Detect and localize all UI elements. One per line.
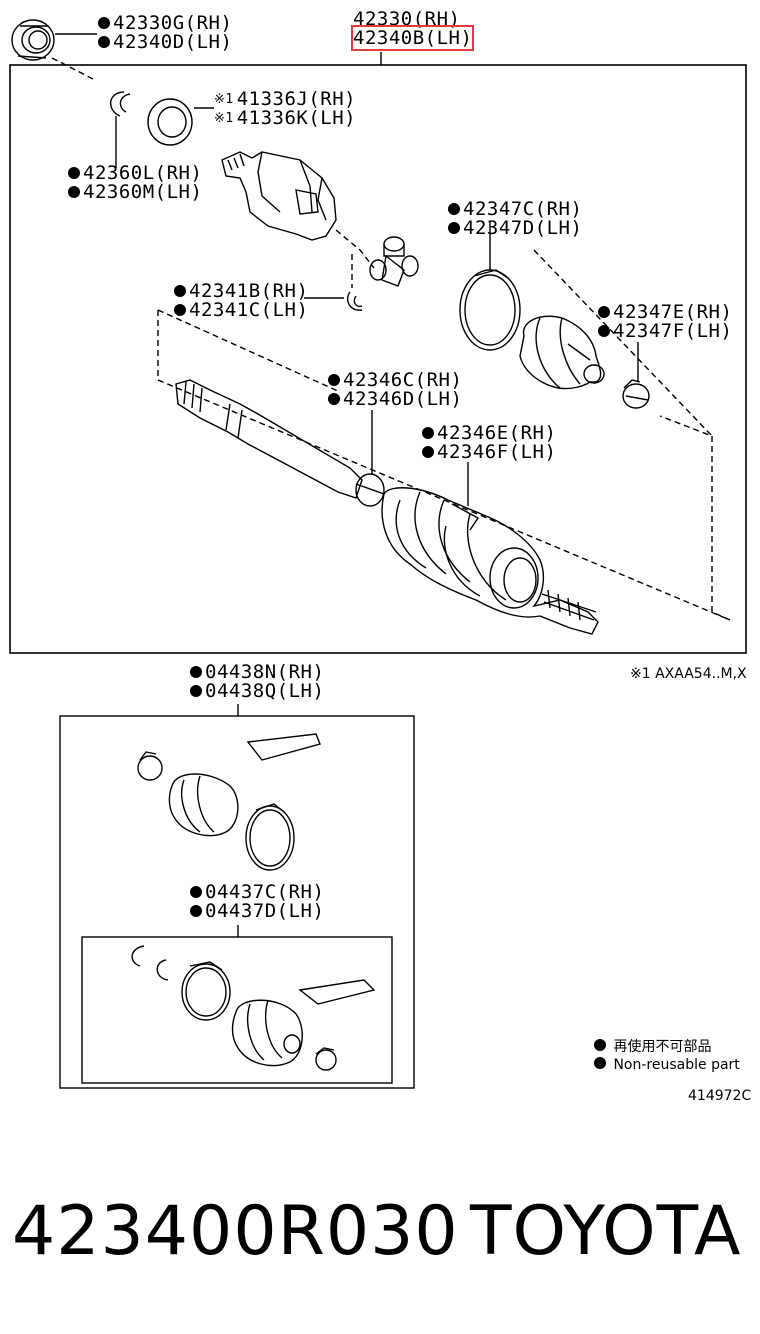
- diagram-code: 414972C: [688, 1088, 752, 1104]
- part-42360l[interactable]: 42360L(RH): [68, 164, 202, 183]
- part-42346c[interactable]: 42346C(RH): [328, 371, 462, 390]
- legend-jp: 再使用不可部品: [594, 1036, 711, 1056]
- circlip-part: [346, 291, 363, 311]
- part-42347c[interactable]: 42347C(RH): [448, 200, 582, 219]
- non-reusable-dot-icon: [422, 427, 434, 439]
- part-42346f[interactable]: 42346F(LH): [422, 443, 556, 462]
- part-42341b[interactable]: 42341B(RH): [174, 282, 308, 301]
- legend-en: Non-reusable part: [594, 1057, 740, 1073]
- joint-housing-part: [221, 151, 337, 241]
- non-reusable-dot-icon: [98, 17, 110, 29]
- main-frame: [9, 64, 747, 654]
- part-42347d[interactable]: 42347D(LH): [448, 219, 582, 238]
- non-reusable-dot-icon: [190, 685, 202, 697]
- non-reusable-dot-icon: [190, 886, 202, 898]
- non-reusable-dot-icon: [190, 666, 202, 678]
- part-42360m[interactable]: 42360M(LH): [68, 183, 202, 202]
- part-42347e[interactable]: 42347E(RH): [598, 303, 732, 322]
- part-42340b[interactable]: 42340B(LH): [350, 25, 475, 51]
- non-reusable-dot-icon: [448, 222, 460, 234]
- non-reusable-dot-icon: [98, 36, 110, 48]
- band-clamp-part: [459, 269, 521, 351]
- part-04438q[interactable]: 04438Q(LH): [190, 682, 324, 701]
- non-reusable-dot-icon: [422, 446, 434, 458]
- kit2-frame: [81, 936, 393, 1084]
- highlighted-part-number: 42340B(LH): [350, 25, 475, 51]
- part-42330[interactable]: 42330(RH): [353, 8, 461, 30]
- part-04438n[interactable]: 04438N(RH): [190, 663, 324, 682]
- shaft-assembly-part: [175, 379, 599, 635]
- brand-title: TOYOTA: [470, 1192, 742, 1271]
- kit1-contents: [137, 733, 321, 871]
- part-04437c[interactable]: 04437C(RH): [190, 883, 324, 902]
- part-04437d[interactable]: 04437D(LH): [190, 902, 324, 921]
- non-reusable-dot-icon: [174, 285, 186, 297]
- non-reusable-dot-icon: [328, 374, 340, 386]
- part-42330g[interactable]: 42330G(RH): [98, 14, 232, 33]
- part-number-title: 423400R030: [12, 1192, 459, 1271]
- non-reusable-dot-icon: [68, 186, 80, 198]
- boot-part: [519, 315, 605, 390]
- part-42340d[interactable]: 42340D(LH): [98, 33, 232, 52]
- non-reusable-dot-icon: [68, 167, 80, 179]
- small-clamp-part: [622, 379, 650, 409]
- seal-ring-part: [147, 98, 193, 146]
- kit1-frame: [59, 715, 415, 1089]
- non-reusable-dot-icon: [594, 1057, 606, 1069]
- tripod-part: [369, 236, 419, 287]
- snap-ring-part: [110, 91, 131, 117]
- kit2-contents: [131, 945, 376, 1071]
- non-reusable-dot-icon: [328, 393, 340, 405]
- non-reusable-dot-icon: [598, 306, 610, 318]
- part-42347f[interactable]: 42347F(LH): [598, 322, 732, 341]
- part-42346e[interactable]: 42346E(RH): [422, 424, 556, 443]
- non-reusable-dot-icon: [594, 1039, 606, 1051]
- non-reusable-dot-icon: [174, 304, 186, 316]
- footnote: ※1 AXAA54..M,X: [630, 666, 747, 682]
- non-reusable-dot-icon: [448, 203, 460, 215]
- non-reusable-dot-icon: [190, 905, 202, 917]
- bearing-ring-part: [11, 19, 55, 61]
- non-reusable-dot-icon: [598, 325, 610, 337]
- part-42346d[interactable]: 42346D(LH): [328, 390, 462, 409]
- part-42341c[interactable]: 42341C(LH): [174, 301, 308, 320]
